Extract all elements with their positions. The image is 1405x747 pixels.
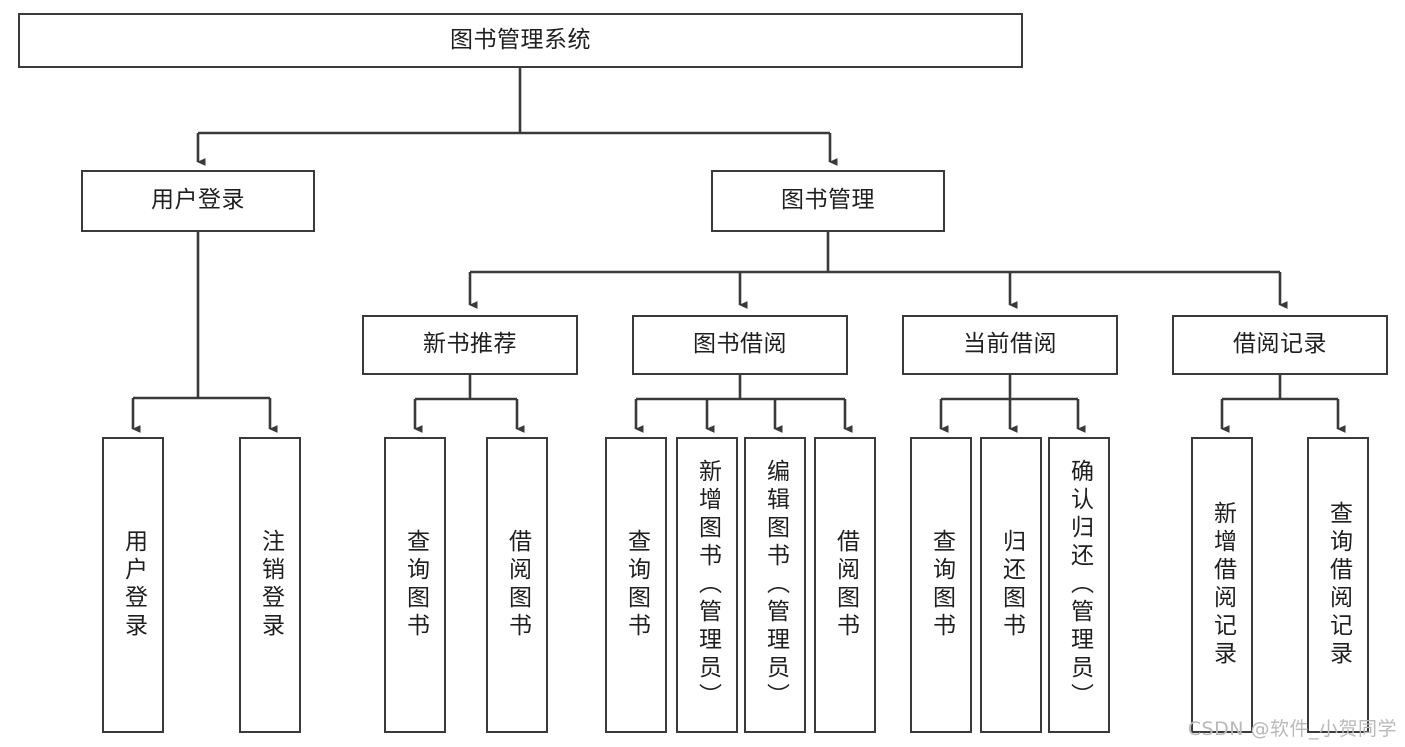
node-borrow-record-label: 借阅记录 — [1233, 331, 1327, 358]
node-book-borrow-label: 图书借阅 — [693, 331, 787, 358]
node-leaf-query-book-2-label: 查询图书 — [623, 529, 650, 641]
node-current-borrow-label: 当前借阅 — [963, 331, 1057, 358]
node-leaf-add-book[interactable]: 新增图书（管理员） — [676, 437, 738, 733]
node-leaf-query-book-1-label: 查询图书 — [402, 529, 429, 641]
node-current-borrow[interactable]: 当前借阅 — [902, 315, 1118, 375]
node-book-manage[interactable]: 图书管理 — [711, 170, 945, 232]
node-leaf-user-logout[interactable]: 注销登录 — [239, 437, 301, 733]
watermark-text: CSDN @软件_小贺同学 — [1187, 718, 1397, 740]
node-leaf-user-login[interactable]: 用户登录 — [102, 437, 164, 733]
node-leaf-borrow-book-2[interactable]: 借阅图书 — [814, 437, 876, 733]
node-root-label: 图书管理系统 — [450, 26, 591, 53]
node-borrow-record[interactable]: 借阅记录 — [1172, 315, 1388, 375]
node-leaf-add-borrow-record[interactable]: 新增借阅记录 — [1191, 437, 1253, 733]
node-leaf-edit-book[interactable]: 编辑图书（管理员） — [744, 437, 806, 733]
node-leaf-query-borrow-record-label: 查询借阅记录 — [1325, 501, 1352, 669]
node-leaf-borrow-book-2-label: 借阅图书 — [832, 529, 859, 641]
node-root[interactable]: 图书管理系统 — [18, 13, 1023, 68]
node-leaf-borrow-book-1-label: 借阅图书 — [504, 529, 531, 641]
node-user-login-label: 用户登录 — [151, 187, 245, 214]
node-leaf-edit-book-label: 编辑图书（管理员） — [762, 459, 789, 711]
node-leaf-query-borrow-record[interactable]: 查询借阅记录 — [1307, 437, 1369, 733]
node-leaf-borrow-book-1[interactable]: 借阅图书 — [486, 437, 548, 733]
node-leaf-confirm-return[interactable]: 确认归还（管理员） — [1048, 437, 1110, 733]
node-leaf-return-book-label: 归还图书 — [998, 529, 1025, 641]
node-leaf-user-logout-label: 注销登录 — [257, 529, 284, 641]
node-new-book-recommend-label: 新书推荐 — [423, 331, 517, 358]
node-leaf-query-book-3[interactable]: 查询图书 — [910, 437, 972, 733]
node-leaf-user-login-label: 用户登录 — [120, 529, 147, 641]
node-book-manage-label: 图书管理 — [781, 187, 875, 214]
node-user-login[interactable]: 用户登录 — [81, 170, 315, 232]
node-leaf-confirm-return-label: 确认归还（管理员） — [1066, 459, 1093, 711]
node-leaf-add-book-label: 新增图书（管理员） — [694, 459, 721, 711]
node-leaf-add-borrow-record-label: 新增借阅记录 — [1209, 501, 1236, 669]
node-leaf-query-book-3-label: 查询图书 — [928, 529, 955, 641]
node-new-book-recommend[interactable]: 新书推荐 — [362, 315, 578, 375]
node-leaf-query-book-1[interactable]: 查询图书 — [384, 437, 446, 733]
node-leaf-query-book-2[interactable]: 查询图书 — [605, 437, 667, 733]
node-leaf-return-book[interactable]: 归还图书 — [980, 437, 1042, 733]
node-book-borrow[interactable]: 图书借阅 — [632, 315, 848, 375]
